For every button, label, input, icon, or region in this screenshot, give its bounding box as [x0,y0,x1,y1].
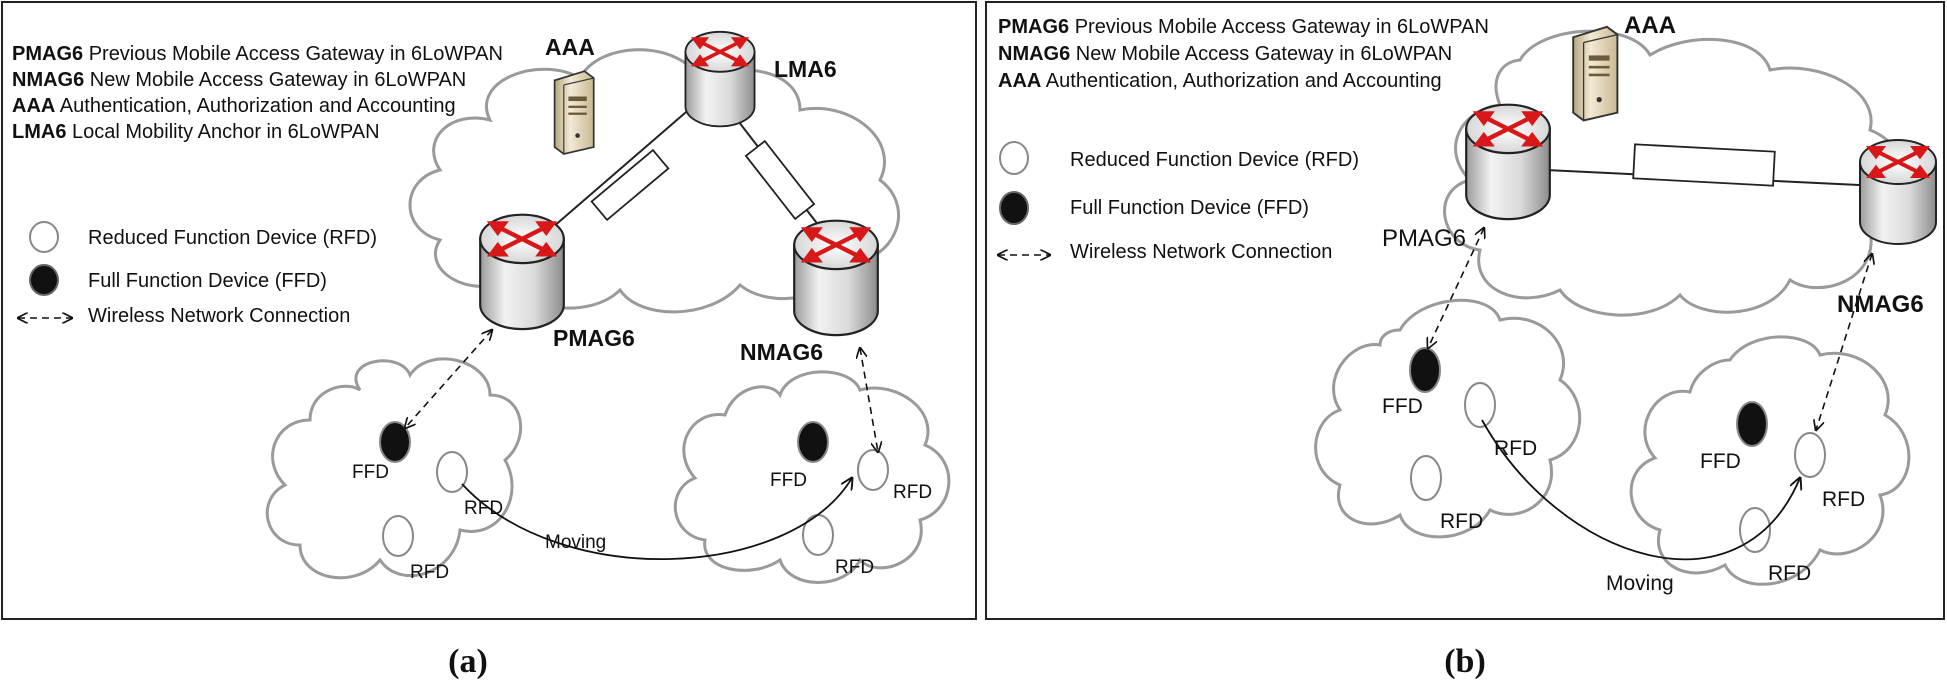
panel-b-left-sensor-cloud [1314,298,1582,539]
panel-b-rfd-2-label: RFD [1440,510,1483,533]
panel-b-caption: (b) [1444,643,1486,680]
panel-b-ffd-1 [1409,347,1441,393]
panel-b-legend-rfd-icon [999,141,1029,175]
panel-a-rfd-2-label: RFD [410,562,449,583]
panel-a-pmag-label: PMAG6 [553,325,635,351]
panel-b-aaa-server-icon [1572,25,1619,122]
panel-b-rfd-4-label: RFD [1768,562,1811,585]
panel-a-legend-ffd-icon [29,264,59,296]
panel-b-frame [985,1,1945,620]
panel-b-nmag-label: NMAG6 [1837,291,1924,318]
panel-b-legend-ffd-label: Full Function Device (FFD) [1070,197,1309,219]
panel-a-legend-def-1: PMAG6 Previous Mobile Access Gateway in … [12,43,503,65]
panel-a-legend-wireless-label: Wireless Network Connection [88,305,350,327]
panel-a-wireless-nmag-rfd [860,348,878,452]
panel-a-rfd-2 [382,515,414,557]
panel-a-nmag-router-icon [794,221,878,335]
panel-a-pmag-router-icon [480,215,564,329]
panel-b-rfd-2 [1410,455,1442,501]
panel-a-ffd-2-label: FFD [770,470,807,491]
panel-b-wireless-pmag-ffd [1428,228,1484,348]
panel-b-pmag-router-icon [1466,105,1550,219]
panel-b-aaa-label: AAA [1624,12,1676,39]
panel-b-right-sensor-cloud [1629,335,1911,586]
panel-b-nmag-router-icon [1860,140,1936,244]
panel-a-ffd-2 [797,421,829,463]
panel-a-rfd-1 [436,451,468,493]
panel-a-rfd-3-label: RFD [893,482,932,503]
panel-a-tunnel-2 [744,139,816,221]
panel-b-legend-ffd-icon [999,191,1029,225]
panel-b-legend-def-1: PMAG6 Previous Mobile Access Gateway in … [998,16,1489,38]
panel-a-caption: (a) [448,643,488,680]
panel-b-ffd-2 [1736,401,1768,447]
panel-a-lma-router-icon [683,30,757,129]
panel-a-lma-label: LMA6 [774,56,837,82]
panel-a-frame [1,1,977,620]
panel-a-legend-rfd-label: Reduced Function Device (RFD) [88,227,377,249]
panel-a-moving-label: Moving [545,532,606,553]
panel-b-pmag-label: PMAG6 [1382,225,1466,252]
panel-b-wireless-nmag-rfd [1816,254,1872,430]
panel-a-legend-def-4: LMA6 Local Mobility Anchor in 6LoWPAN [12,121,380,143]
panel-b-legend-wireless-label: Wireless Network Connection [1070,241,1332,263]
panel-a-legend-def-2: NMAG6 New Mobile Access Gateway in 6LoWP… [12,69,466,91]
panel-b-rfd-1 [1464,382,1496,428]
panel-a-rfd-4-label: RFD [835,557,874,578]
panel-a-ffd-1-label: FFD [352,462,389,483]
panel-a-rfd-3 [857,449,889,491]
panel-a: PMAG6 Previous Mobile Access Gateway in … [1,1,977,680]
panel-b-ffd-2-label: FFD [1700,450,1741,473]
panel-b-legend-rfd-label: Reduced Function Device (RFD) [1070,149,1359,171]
panel-a-tunnel-1 [590,148,670,222]
panel-b-rfd-4 [1739,507,1771,553]
panel-b-moving-label: Moving [1606,572,1674,595]
panel-b-rfd-3-label: RFD [1822,488,1865,511]
panel-a-wireless-pmag-ffd [405,330,492,428]
panel-b-ffd-1-label: FFD [1382,395,1423,418]
panel-b-tunnel [1632,143,1776,187]
panel-a-legend-rfd-icon [29,221,59,253]
panel-b-moving-path [1481,419,1800,561]
panel-a-aaa-server-icon [553,70,595,155]
panel-b-legend-def-3: AAA Authentication, Authorization and Ac… [998,70,1442,92]
panel-a-link-pmag-lma [537,99,701,241]
panel-a-right-sensor-cloud [673,370,951,584]
panel-a-aaa-label: AAA [545,34,595,60]
panel-a-legend-def-3: AAA Authentication, Authorization and Ac… [12,95,456,117]
panel-a-ffd-1 [379,421,411,463]
panel-b-rfd-3 [1794,432,1826,478]
panel-b-core-cloud [1443,29,1909,317]
panel-b: PMAG6 Previous Mobile Access Gateway in … [985,1,1945,680]
panel-a-nmag-label: NMAG6 [740,339,823,365]
panel-b-legend-def-2: NMAG6 New Mobile Access Gateway in 6LoWP… [998,43,1452,65]
panel-a-rfd-1-label: RFD [464,498,503,519]
panel-a-legend-ffd-label: Full Function Device (FFD) [88,270,327,292]
panel-a-moving-path [461,478,852,561]
